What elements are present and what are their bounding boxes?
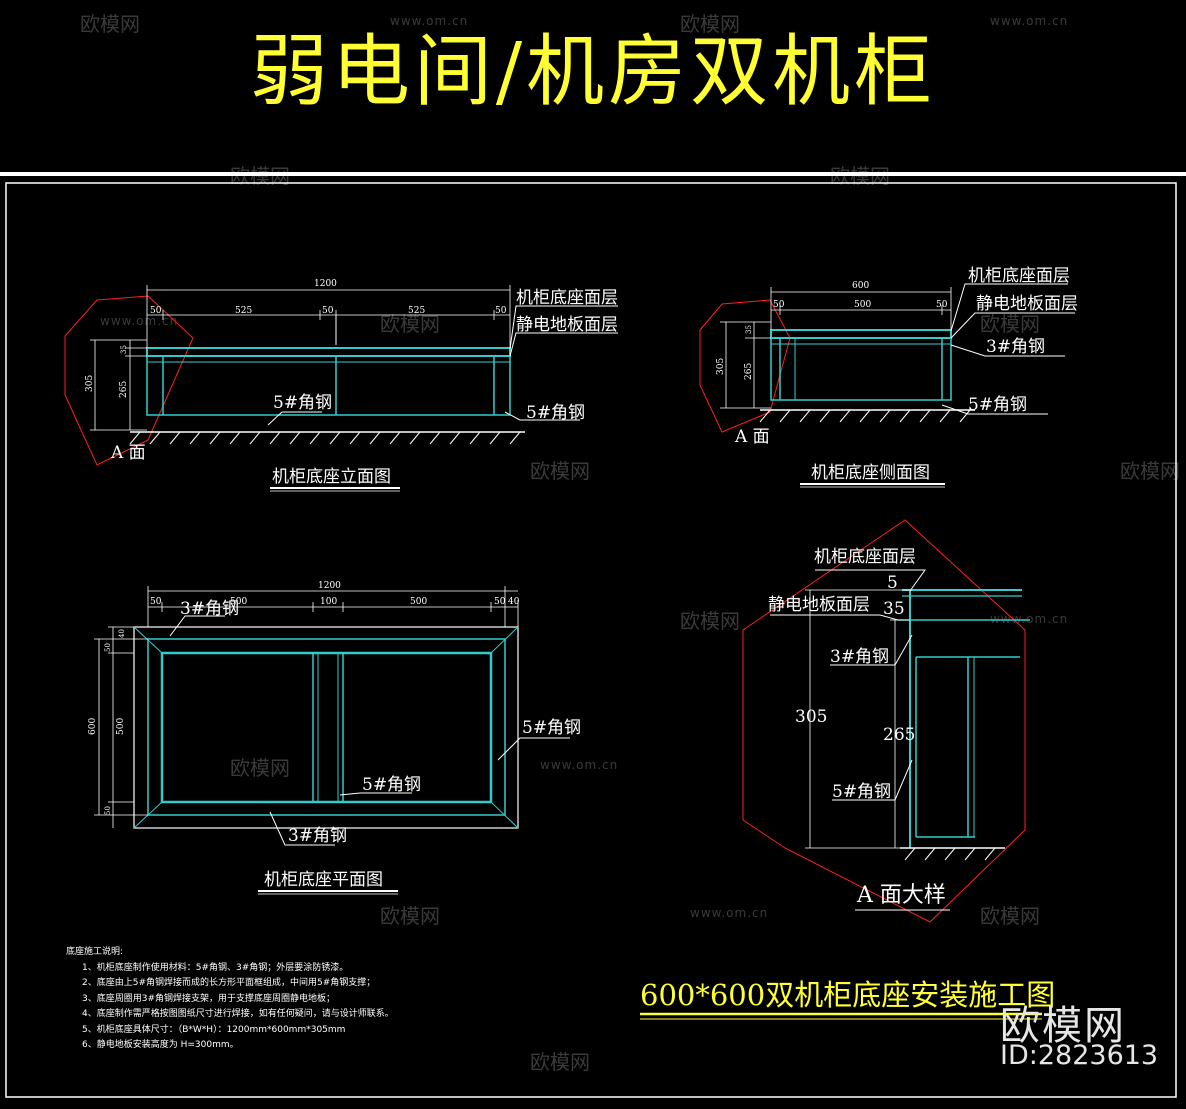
dim-text: 525 — [408, 306, 425, 316]
dim-text: 600 — [852, 281, 869, 291]
watermark-url: www.om.cn — [390, 14, 469, 28]
label-antistatic-floor: 静电地板面层 — [516, 315, 618, 335]
label-antistatic-floor: 静电地板面层 — [976, 294, 1078, 314]
dim-text: 265 — [119, 381, 129, 398]
dim-text: 50 — [495, 306, 507, 316]
dim-text: 50 — [773, 300, 785, 310]
label-angle-steel: 5#角钢 — [362, 775, 421, 795]
view-caption: 机柜底座平面图 — [264, 870, 383, 890]
note-item: 5、机柜底座具体尺寸：（B*W*H）：1200mm*600mm*305mm — [82, 1024, 346, 1035]
dim-text: 100 — [320, 597, 337, 607]
note-item: 2、底座由上5#角钢焊接而成的长方形平面框组成，中间用5#角钢支撑； — [82, 978, 376, 988]
watermark-url: www.om.cn — [100, 314, 179, 328]
watermark: 欧模网 — [530, 1050, 590, 1074]
face-label: A 面 — [734, 427, 770, 447]
label-angle-steel: 3#角钢 — [830, 647, 889, 667]
dim-text: 50 — [936, 300, 948, 310]
label-antistatic-floor: 静电地板面层 — [768, 595, 870, 615]
dim-text: 50 — [104, 806, 112, 815]
note-item: 3、底座周圈用3#角钢焊接支架，用于支撑底座周圈静电地板； — [82, 993, 335, 1004]
label-angle-steel: 5#角钢 — [526, 403, 585, 423]
watermark: 欧模网 — [80, 12, 140, 36]
detail-callout — [742, 519, 1026, 923]
brand-logo: 欧模网 — [1000, 1003, 1126, 1049]
label-angle-steel: 5#角钢 — [968, 395, 1027, 415]
watermark: 欧模网 — [680, 12, 740, 36]
watermark: 欧模网 — [530, 459, 590, 483]
elevation-view — [64, 285, 618, 492]
view-caption: A 面大样 — [856, 883, 946, 908]
watermark-url: www.om.cn — [540, 758, 619, 772]
dim-text: 525 — [235, 306, 252, 316]
note-item: 1、机柜底座制作使用材料：5#角钢、3#角钢；外层要涂防锈漆。 — [82, 962, 349, 973]
dim-text: 305 — [85, 375, 95, 392]
dim-text: 1200 — [318, 581, 341, 591]
dim-text: 50 — [104, 643, 112, 652]
dim-text: 50 — [150, 597, 162, 607]
watermark: 欧模网 — [230, 756, 290, 780]
label-angle-steel: 5#角钢 — [273, 393, 332, 413]
label-angle-steel: 5#角钢 — [522, 718, 581, 738]
dim-text: 5 — [887, 573, 898, 593]
page-title: 弱电间/机房双机柜 — [249, 27, 937, 117]
dim-text: 500 — [116, 718, 126, 735]
label-angle-steel: 3#角钢 — [288, 826, 347, 846]
label-angle-steel: 3#角钢 — [986, 337, 1045, 357]
watermark: 欧模网 — [680, 609, 740, 633]
watermark: 欧模网 — [380, 904, 440, 928]
face-label: A 面 — [110, 443, 146, 463]
dim-text: 500 — [854, 300, 871, 310]
top-layer — [146, 347, 511, 357]
dim-text: 35 — [883, 599, 905, 619]
detail-view — [742, 519, 1030, 923]
label-angle-steel: 3#角钢 — [180, 599, 239, 619]
note-item: 6、静电地板安装高度为 H=300mm。 — [82, 1040, 239, 1050]
dim-text: 50 — [494, 597, 506, 607]
note-item: 4、底座制作需严格按图图纸尺寸进行焊接，如有任何疑问，请与设计师联系。 — [82, 1009, 394, 1019]
dim-text: 50 — [150, 306, 162, 316]
label-cabinet-base-surface: 机柜底座面层 — [968, 266, 1070, 286]
dim-text: 305 — [795, 707, 827, 727]
construction-notes: 底座施工说明: 1、机柜底座制作使用材料：5#角钢、3#角钢；外层要涂防锈漆。 … — [66, 945, 606, 1054]
watermark-url: www.om.cn — [990, 14, 1069, 28]
dim-text: 35 — [120, 345, 128, 354]
brand-id: ID:2823613 — [1000, 1040, 1159, 1071]
label-cabinet-base-surface: 机柜底座面层 — [516, 288, 618, 308]
watermark: 欧模网 — [1120, 459, 1180, 483]
dim-text: 35 — [745, 325, 753, 334]
dim-text: 500 — [410, 597, 427, 607]
label-angle-steel: 5#角钢 — [832, 782, 891, 802]
detail-callout — [64, 295, 194, 466]
label-cabinet-base-surface: 机柜底座面层 — [814, 547, 916, 567]
drawing-title: 600*600双机柜底座安装施工图 — [640, 978, 1056, 1012]
dim-text: 305 — [716, 358, 726, 375]
dim-text: 500 — [230, 597, 247, 607]
plan-view — [94, 586, 570, 895]
watermark-url: www.om.cn — [690, 906, 769, 920]
watermark: 欧模网 — [380, 312, 440, 336]
dim-text: 1200 — [314, 279, 337, 289]
dim-text: 40 — [508, 597, 520, 607]
view-caption: 机柜底座立面图 — [272, 467, 391, 487]
side-view — [699, 283, 1075, 488]
dim-text: 50 — [322, 306, 334, 316]
watermark: 欧模网 — [980, 312, 1040, 336]
view-caption: 机柜底座侧面图 — [811, 463, 930, 483]
dim-text: 600 — [88, 718, 98, 735]
dim-text: 40 — [118, 629, 126, 638]
dim-text: 265 — [744, 363, 754, 380]
drawing-frame — [5, 182, 1177, 1098]
angle-steel-frame — [146, 355, 511, 416]
watermark: 欧模网 — [980, 904, 1040, 928]
notes-heading: 底座施工说明: — [66, 947, 124, 957]
dim-text: 265 — [883, 725, 915, 745]
